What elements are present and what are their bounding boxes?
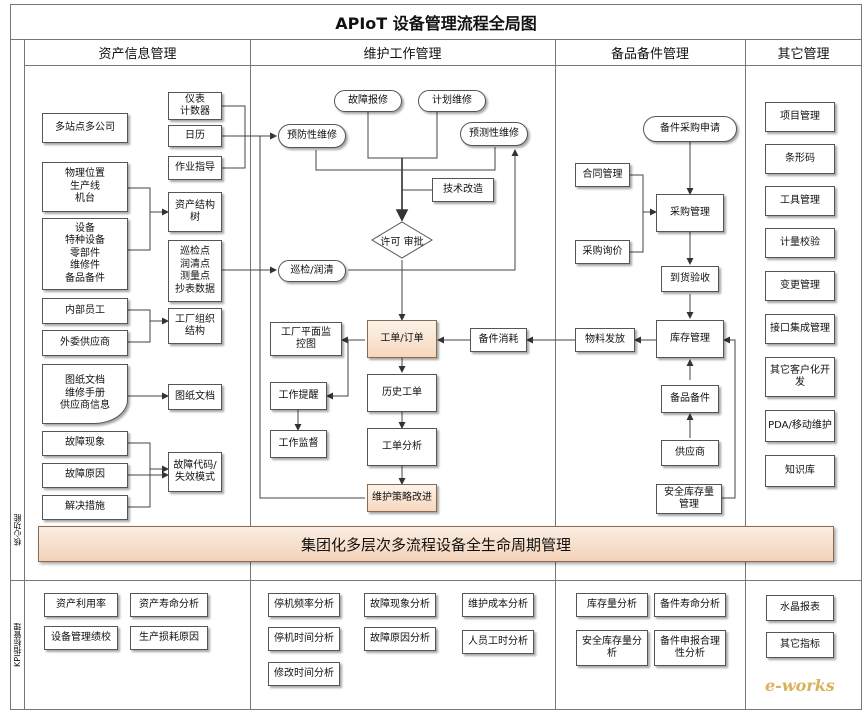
calendar-box: 日历 [168, 125, 222, 147]
other-item-calibration: 计量校验 [765, 228, 835, 258]
analysis-box: 工单分析 [367, 428, 437, 466]
preventive-repair: 预防性维修 [278, 124, 346, 148]
other-item-knowledge: 知识库 [765, 455, 835, 487]
other-item-custom: 其它客户化开 发 [765, 357, 835, 397]
other-item-pda: PDA/移动维护 [765, 410, 835, 442]
planned-repair: 计划维修 [418, 90, 486, 112]
col-divider-1 [250, 40, 251, 526]
supervision-box: 工作监督 [270, 430, 327, 458]
eworks-logo: e-works [765, 676, 835, 695]
fault-code-box: 故障代码/ 失效模式 [168, 452, 222, 492]
factory-org-box: 工厂组织 结构 [168, 308, 222, 344]
header-other: 其它管理 [745, 40, 862, 66]
header-spares: 备品备件管理 [555, 40, 745, 66]
kpi-spares-1: 库存量分析 [576, 593, 648, 617]
kpi-divider-2 [555, 562, 556, 710]
vendor-box: 供应商 [661, 440, 719, 466]
kpi-maint-7: 修改时间分析 [268, 662, 340, 686]
header-maintenance: 维护工作管理 [250, 40, 555, 66]
docs-box: 图纸文档 维修手册 供应商信息 [42, 364, 128, 424]
structure-tree-box: 资产结构 树 [168, 192, 222, 232]
kpi-maint-4: 停机时间分析 [268, 627, 340, 651]
kpi-maint-5: 故障原因分析 [364, 627, 436, 651]
approval-decision: 许可 审批 [371, 221, 433, 259]
history-box: 历史工单 [367, 374, 437, 412]
approval-label: 许可 审批 [380, 236, 424, 248]
kpi-divider-3 [745, 562, 746, 710]
contract-box: 合同管理 [575, 163, 630, 187]
safety-stock-box: 安全库存量 管理 [656, 484, 722, 514]
other-item-tools: 工具管理 [765, 186, 835, 216]
other-item-barcode: 条形码 [765, 144, 835, 174]
inspection-points-box: 巡检点 润清点 测量点 抄表数据 [168, 240, 222, 302]
fault-symptom-box: 故障现象 [42, 431, 128, 456]
kpi-other-2: 其它指标 [766, 632, 834, 658]
kpi-top-divider [10, 580, 862, 581]
kpi-asset-1: 资产利用率 [44, 593, 118, 617]
floor-plan-box: 工厂平面监 控图 [270, 322, 342, 356]
page-title: APIoT 设备管理流程全局图 [10, 4, 862, 40]
purchase-request: 备件采购申请 [643, 116, 737, 142]
tech-change-box: 技术改造 [432, 178, 494, 202]
staff-box: 内部员工 [42, 298, 128, 324]
inquiry-box: 采购询价 [575, 240, 630, 264]
kpi-asset-2: 资产寿命分析 [130, 593, 208, 617]
lifecycle-banner: 集团化多层次多流程设备全生命周期管理 [38, 526, 834, 562]
col-divider-2 [555, 40, 556, 526]
other-item-change: 变更管理 [765, 271, 835, 301]
strategy-box: 维护策略改进 [367, 484, 437, 512]
col-divider-3 [745, 40, 746, 526]
side-divider [24, 40, 25, 710]
spare-consume-box: 备件消耗 [470, 328, 527, 352]
equipment-box: 设备 特种设备 零部件 维修件 备品备件 [42, 218, 128, 290]
other-item-project: 项目管理 [765, 102, 835, 132]
kpi-divider-1 [250, 562, 251, 710]
predictive-repair: 预测性维修 [460, 122, 528, 146]
kpi-maint-2: 故障现象分析 [364, 593, 436, 617]
spare-parts-box: 备品备件 [661, 385, 719, 413]
drawing-docs-box: 图纸文档 [168, 384, 222, 410]
kpi-spares-2: 备件寿命分析 [654, 593, 726, 617]
kpi-spares-3: 安全库存量分 析 [576, 630, 648, 666]
work-order-box: 工单/订单 [367, 320, 437, 358]
material-issue-box: 物料发放 [575, 328, 635, 352]
location-box: 物理位置 生产线 机台 [42, 162, 128, 212]
receiving-box: 到货验收 [661, 266, 719, 292]
inspection-box: 巡检/润清 [278, 260, 346, 282]
inventory-box: 库存管理 [656, 320, 724, 358]
kpi-asset-4: 生产损耗原因 [130, 626, 208, 650]
meter-box: 仪表 计数器 [168, 92, 222, 120]
fault-cause-box: 故障原因 [42, 463, 128, 488]
breakdown-repair: 故障报修 [334, 90, 402, 112]
kpi-maint-3: 维护成本分析 [462, 593, 534, 617]
kpi-other-1: 水晶报表 [766, 595, 834, 621]
kpi-spares-4: 备件申报合理 性分析 [654, 630, 726, 666]
header-asset: 资产信息管理 [25, 40, 250, 66]
solution-box: 解决措施 [42, 495, 128, 520]
supplier-box: 外委供应商 [42, 330, 128, 356]
kpi-maint-1: 停机频率分析 [268, 593, 340, 617]
kpi-maint-6: 人员工时分析 [462, 630, 534, 654]
multi-site-box: 多站点多公司 [42, 113, 128, 143]
reminder-box: 工作提醒 [270, 382, 327, 410]
kpi-asset-3: 设备管理绩校 [44, 626, 118, 650]
diagram-frame [10, 4, 862, 710]
other-item-interface: 接口集成管理 [765, 314, 835, 344]
job-guide-box: 作业指导 [168, 156, 222, 180]
purchase-mgmt-box: 采购管理 [656, 194, 724, 232]
